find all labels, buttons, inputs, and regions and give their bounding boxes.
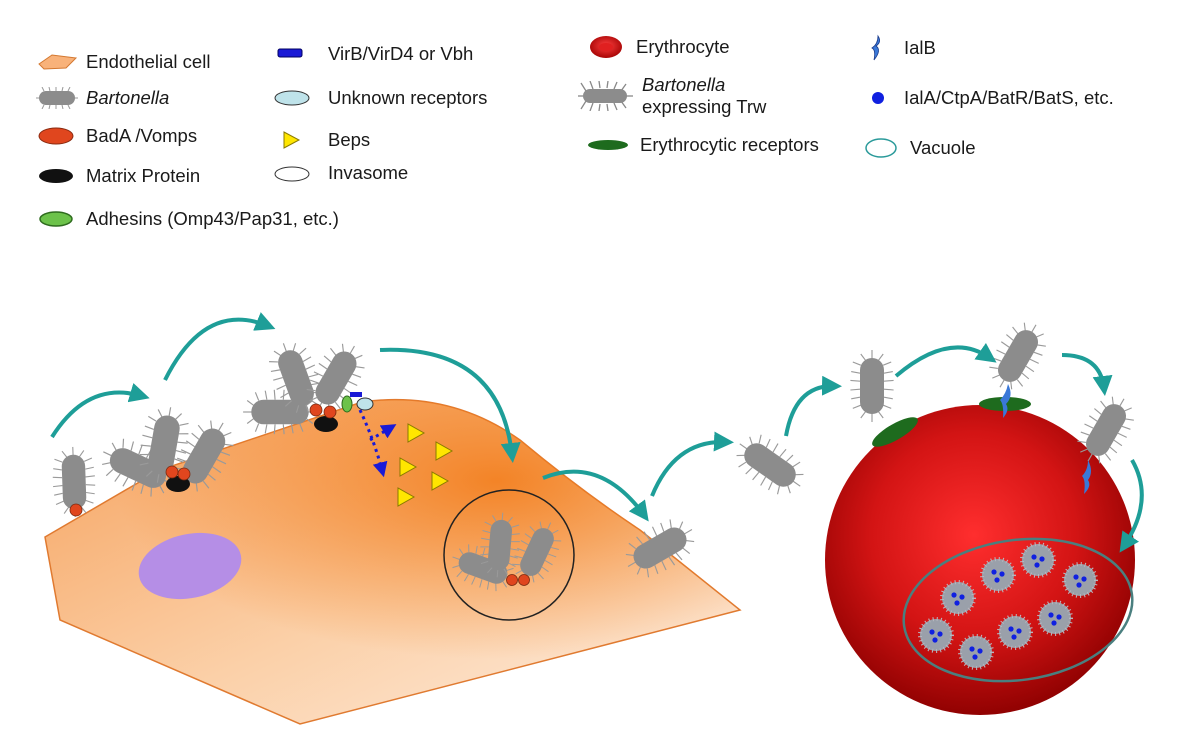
erythrocyte-body — [825, 397, 1135, 715]
bada-vomps-icon — [38, 127, 74, 145]
legend-item-unknown-receptors: Unknown receptors — [272, 84, 487, 112]
legend-item-endothelial-cell: Endothelial cell — [36, 48, 210, 76]
legend-item-bartonella: Bartonella — [36, 84, 169, 112]
legend-label-unknown-receptors: Unknown receptors — [328, 87, 488, 108]
intracellular-bacteria — [918, 542, 1098, 670]
legend-label-iala-ctpa: IalA/CtpA/BatR/BatS, etc. — [904, 87, 1114, 108]
legend-label-bartonella-trw-line1: Bartonella — [642, 74, 726, 95]
nucleus — [138, 532, 242, 600]
beps-icon — [283, 131, 301, 149]
adhesins-icon — [39, 211, 73, 227]
legend-label-invasome: Invasome — [328, 162, 409, 183]
bartonella-trw-icon — [578, 81, 633, 111]
unknown-receptors-icon — [274, 90, 310, 106]
legend-item-erythrocytic-receptors: Erythrocytic receptors — [586, 131, 819, 159]
legend-item-erythrocyte: Erythrocyte — [588, 33, 730, 61]
bep-translocation — [358, 409, 397, 478]
bacteria-erythrocyte — [849, 313, 1144, 494]
legend-label-endothelial-cell: Endothelial cell — [86, 51, 211, 72]
legend-label-bartonella-trw-line2: expressing Trw — [642, 96, 767, 117]
legend-label-ialb: IalB — [904, 37, 936, 58]
legend-label-vacuole: Vacuole — [910, 137, 976, 158]
legend-item-invasome: Invasome — [272, 159, 408, 187]
ialb-icon — [871, 34, 880, 61]
endothelial-cell-icon — [38, 54, 78, 70]
legend-label-bartonella: Bartonella — [86, 87, 170, 108]
legend-item-bartonella-trw: Bartonella expressing Trw — [578, 72, 766, 120]
matrix-protein-icon — [39, 169, 73, 183]
legend-label-beps: Beps — [328, 129, 371, 150]
invasome-icon — [274, 166, 310, 182]
legend-label-virb-vird4: VirB/VirD4 or Vbh — [328, 43, 474, 64]
legend-item-matrix-protein: Matrix Protein — [36, 162, 200, 190]
invasome — [443, 489, 575, 621]
vacuole — [902, 537, 1134, 683]
progression-arrows — [50, 312, 1144, 553]
legend-item-ialb: IalB — [862, 34, 936, 62]
legend-label-matrix-protein: Matrix Protein — [86, 165, 201, 186]
legend-item-bada-vomps: BadA /Vomps — [36, 122, 197, 150]
bacterium-step1 — [51, 445, 97, 519]
erythrocytic-receptors-icon — [588, 140, 628, 150]
legend-item-iala-ctpa: IalA/CtpA/BatR/BatS, etc. — [862, 84, 1114, 112]
legend-item-beps: Beps — [272, 126, 370, 154]
endothelial-cell-body — [44, 398, 742, 725]
vacuole-icon — [865, 138, 897, 158]
legend-label-erythrocytic-receptors: Erythrocytic receptors — [640, 134, 819, 155]
legend-label-erythrocyte: Erythrocyte — [636, 36, 730, 57]
legend-item-vacuole: Vacuole — [862, 134, 975, 162]
bacterium-free — [726, 425, 814, 505]
bartonella-icon — [36, 87, 78, 109]
erythrocyte-icon — [590, 36, 622, 58]
bacteria-cluster-step2 — [93, 402, 244, 506]
legend-label-adhesins: Adhesins (Omp43/Pap31, etc.) — [86, 208, 339, 229]
bacteria-cluster-step3 — [242, 334, 375, 435]
iala-ctpa-icon — [872, 92, 884, 104]
virb-vird4-icon — [277, 48, 303, 58]
beps-cluster — [397, 423, 454, 507]
legend-item-virb-vird4: VirB/VirD4 or Vbh — [272, 40, 473, 68]
legend-item-adhesins: Adhesins (Omp43/Pap31, etc.) — [36, 205, 339, 233]
legend-label-bada-vomps: BadA /Vomps — [86, 125, 198, 146]
